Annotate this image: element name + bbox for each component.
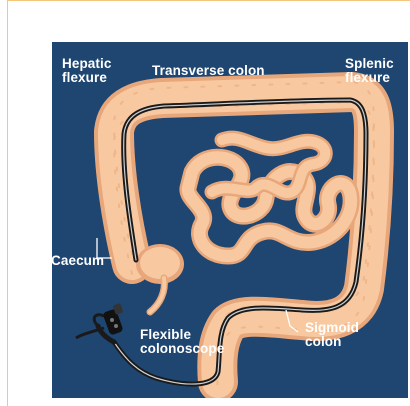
splenic-flexure-label: Splenic flexure	[345, 57, 394, 85]
flexible-colonoscope-label: Flexible colonoscope	[140, 328, 224, 356]
small-intestine	[188, 138, 351, 256]
diagram-frame: Hepatic flexure Transverse colon Splenic…	[7, 0, 410, 406]
caecum-label: Caecum	[51, 254, 104, 268]
caecum-pouch	[136, 244, 184, 312]
colonoscope-handle-icon	[76, 303, 124, 342]
hepatic-flexure-label: Hepatic flexure	[62, 57, 111, 85]
transverse-colon-label: Transverse colon	[152, 64, 265, 78]
sigmoid-colon-label: Sigmoid colon	[305, 321, 359, 349]
